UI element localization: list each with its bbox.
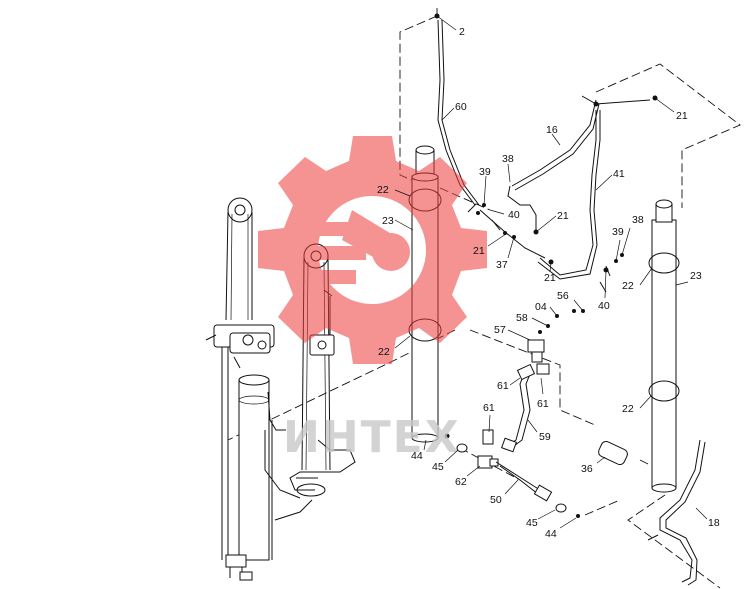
- watermark-gear-logo: [258, 136, 487, 364]
- label-part-37: 37: [496, 259, 508, 271]
- label-part-50: 50: [490, 494, 502, 506]
- label-part-38-left: 38: [502, 153, 514, 165]
- label-part-21-right: 21: [557, 210, 569, 222]
- label-part-18: 18: [708, 517, 720, 529]
- label-part-22-upper: 22: [377, 184, 389, 196]
- label-part-23-right: 23: [690, 270, 702, 282]
- label-part-16: 16: [546, 124, 558, 136]
- label-part-21-top: 21: [676, 110, 688, 122]
- lower-fittings: [456, 339, 706, 586]
- label-part-59: 59: [539, 431, 551, 443]
- watermark-text: ИНТЕХ: [283, 412, 461, 463]
- label-part-22-right-upper: 22: [622, 280, 634, 292]
- label-part-21-mid: 21: [473, 245, 485, 257]
- label-part-44-right: 44: [545, 528, 557, 540]
- part-labels: 2 60 16 21 38 39 41 22 23 40 21 21 37 21…: [377, 26, 720, 540]
- label-part-61-lower: 61: [483, 402, 495, 414]
- label-part-22-center-lower: 22: [378, 346, 390, 358]
- label-part-36: 36: [581, 463, 593, 475]
- label-part-60: 60: [455, 101, 467, 113]
- label-part-61-left: 61: [497, 380, 509, 392]
- label-part-45-right: 45: [526, 517, 538, 529]
- right-cylinder: [648, 199, 680, 493]
- label-part-39-left: 39: [479, 166, 491, 178]
- label-part-41: 41: [613, 168, 625, 180]
- left-mast-assembly: [205, 197, 356, 581]
- label-part-04: 04: [535, 301, 547, 313]
- label-part-45-left: 45: [432, 461, 444, 473]
- label-part-39-right: 39: [612, 226, 624, 238]
- label-part-21-lower: 21: [544, 272, 556, 284]
- label-part-62: 62: [455, 476, 467, 488]
- label-part-44-left: 44: [411, 450, 423, 462]
- label-part-40-right: 40: [598, 300, 610, 312]
- label-part-23-center: 23: [382, 215, 394, 227]
- label-part-61-right: 61: [537, 398, 549, 410]
- leader-lines: [394, 15, 708, 529]
- label-part-56: 56: [557, 290, 569, 302]
- label-part-58: 58: [516, 312, 528, 324]
- label-part-57: 57: [494, 324, 506, 336]
- label-part-40-left: 40: [508, 209, 520, 221]
- label-part-38-right: 38: [632, 214, 644, 226]
- label-part-2: 2: [459, 26, 465, 38]
- label-part-22-right-lower: 22: [622, 403, 634, 415]
